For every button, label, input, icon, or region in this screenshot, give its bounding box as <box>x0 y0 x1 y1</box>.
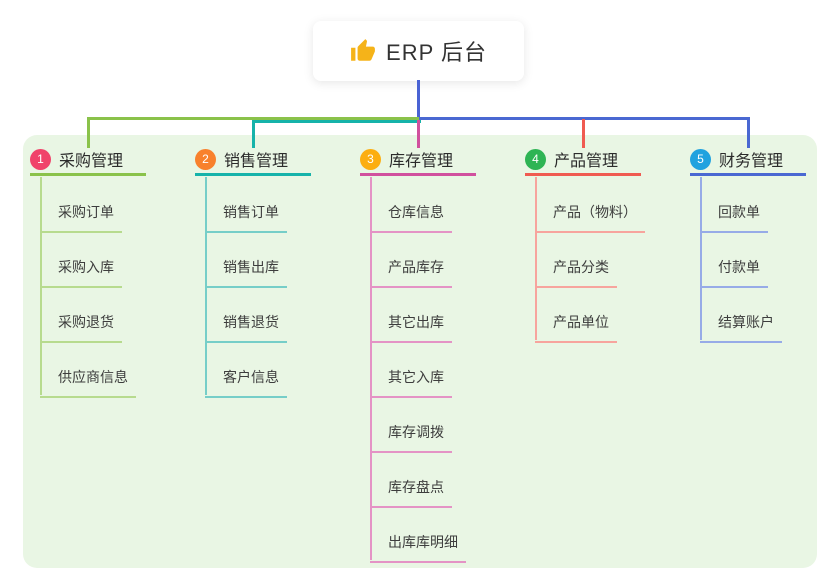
child-node[interactable]: 仓库信息 <box>370 202 452 233</box>
child-row: 付款单 <box>700 233 782 288</box>
child-node[interactable]: 销售订单 <box>205 202 287 233</box>
child-node[interactable]: 其它入库 <box>370 367 452 398</box>
child-list: 销售订单销售出库销售退货客户信息 <box>205 178 287 398</box>
child-row: 出库库明细 <box>370 508 466 563</box>
branch-number-badge: 2 <box>195 148 216 170</box>
child-list: 采购订单采购入库采购退货供应商信息 <box>40 178 136 398</box>
child-node[interactable]: 销售出库 <box>205 257 287 288</box>
child-node[interactable]: 库存调拨 <box>370 422 452 453</box>
branch-number-badge: 3 <box>360 148 381 170</box>
child-row: 结算账户 <box>700 288 782 343</box>
child-row: 客户信息 <box>205 343 287 398</box>
child-node[interactable]: 采购退货 <box>40 312 122 343</box>
child-node[interactable]: 供应商信息 <box>40 367 136 398</box>
branch-label: 销售管理 <box>224 153 289 170</box>
child-node[interactable]: 产品（物料） <box>535 202 645 233</box>
child-node[interactable]: 客户信息 <box>205 367 287 398</box>
branch-node-2[interactable]: 2 销售管理 <box>195 145 311 176</box>
branch-node-1[interactable]: 1 采购管理 <box>30 145 146 176</box>
child-connector-line <box>700 177 702 340</box>
thumbs-up-icon <box>350 38 376 64</box>
child-row: 产品（物料） <box>535 178 645 233</box>
child-row: 库存调拨 <box>370 398 466 453</box>
connector-branch-drop-1 <box>87 117 90 148</box>
connector-bus-mid <box>253 120 421 123</box>
child-list: 仓库信息产品库存其它出库其它入库库存调拨库存盘点出库库明细 <box>370 178 466 563</box>
child-connector-line <box>370 177 372 560</box>
child-row: 销售订单 <box>205 178 287 233</box>
connector-branch-drop-3 <box>417 120 420 148</box>
branch-node-5[interactable]: 5 财务管理 <box>690 145 806 176</box>
child-row: 仓库信息 <box>370 178 466 233</box>
connector-branch-drop-5 <box>747 117 750 148</box>
root-node[interactable]: ERP 后台 <box>313 21 524 81</box>
connector-root-drop <box>417 80 420 120</box>
child-node[interactable]: 产品库存 <box>370 257 452 288</box>
connector-bus-left <box>88 117 421 120</box>
child-node[interactable]: 出库库明细 <box>370 532 466 563</box>
branch-number-badge: 5 <box>690 148 711 170</box>
branch-number-badge: 4 <box>525 148 546 170</box>
child-node[interactable]: 产品单位 <box>535 312 617 343</box>
branch-label: 采购管理 <box>59 153 124 170</box>
branch-node-4[interactable]: 4 产品管理 <box>525 145 641 176</box>
child-list: 回款单付款单结算账户 <box>700 178 782 343</box>
child-node[interactable]: 结算账户 <box>700 312 782 343</box>
child-row: 产品库存 <box>370 233 466 288</box>
branch-label: 产品管理 <box>554 153 619 170</box>
branch-label: 财务管理 <box>719 153 784 170</box>
child-row: 产品分类 <box>535 233 645 288</box>
child-node[interactable]: 采购入库 <box>40 257 122 288</box>
child-connector-line <box>535 177 537 340</box>
child-node[interactable]: 产品分类 <box>535 257 617 288</box>
root-node-label: ERP 后台 <box>386 40 487 65</box>
child-node[interactable]: 付款单 <box>700 257 768 288</box>
child-node[interactable]: 其它出库 <box>370 312 452 343</box>
branch-label: 库存管理 <box>389 153 454 170</box>
child-row: 采购退货 <box>40 288 136 343</box>
branch-node-3[interactable]: 3 库存管理 <box>360 145 476 176</box>
child-row: 采购入库 <box>40 233 136 288</box>
child-row: 销售退货 <box>205 288 287 343</box>
child-node[interactable]: 销售退货 <box>205 312 287 343</box>
child-row: 回款单 <box>700 178 782 233</box>
child-node[interactable]: 采购订单 <box>40 202 122 233</box>
child-node[interactable]: 回款单 <box>700 202 768 233</box>
child-row: 产品单位 <box>535 288 645 343</box>
child-row: 库存盘点 <box>370 453 466 508</box>
child-row: 采购订单 <box>40 178 136 233</box>
child-list: 产品（物料） 产品分类产品单位 <box>535 178 645 343</box>
connector-bus-right <box>419 117 750 120</box>
connector-branch-drop-4 <box>582 119 585 148</box>
connector-branch-drop-2 <box>252 120 255 148</box>
branch-number-badge: 1 <box>30 148 51 170</box>
child-row: 销售出库 <box>205 233 287 288</box>
child-row: 其它出库 <box>370 288 466 343</box>
child-row: 其它入库 <box>370 343 466 398</box>
mindmap-panel <box>23 135 817 568</box>
child-row: 供应商信息 <box>40 343 136 398</box>
child-node[interactable]: 库存盘点 <box>370 477 452 508</box>
